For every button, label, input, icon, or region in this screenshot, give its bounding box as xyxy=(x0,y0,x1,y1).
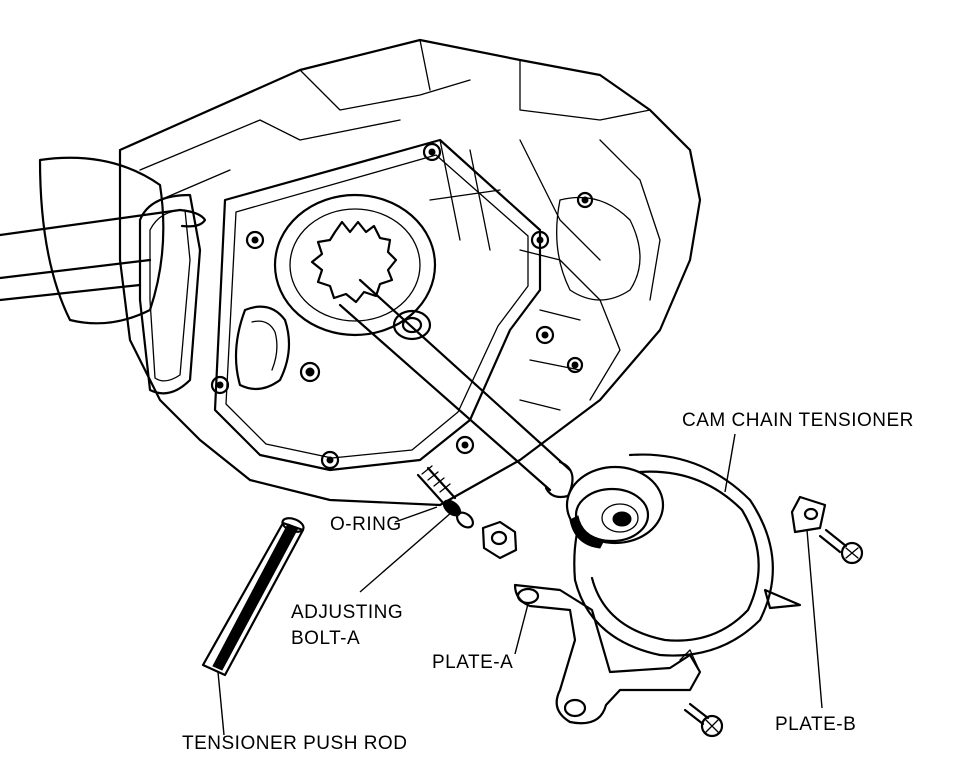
leader-lines xyxy=(217,433,823,736)
leader-o-ring xyxy=(394,506,438,523)
leader-adjusting-bolt xyxy=(359,511,453,593)
plate-b-part xyxy=(790,495,827,534)
plate-a-part xyxy=(513,583,702,725)
removed-cover xyxy=(0,156,207,325)
label-adjusting-bolt-line2: BOLT-A xyxy=(291,628,361,649)
sprocket-assembly xyxy=(234,193,437,391)
leader-cam-chain-tensioner xyxy=(724,433,736,493)
leader-plate-b xyxy=(806,529,823,709)
label-cam-chain-tensioner: CAM CHAIN TENSIONER xyxy=(682,410,914,431)
label-plate-b: PLATE-B xyxy=(775,714,857,735)
leader-push-rod xyxy=(217,671,225,736)
label-plate-a: PLATE-A xyxy=(432,652,514,673)
adjusting-bolt-part xyxy=(416,465,474,529)
leader-plate-a xyxy=(514,603,529,655)
push-rod-part xyxy=(201,517,305,677)
label-tensioner-push-rod: TENSIONER PUSH ROD xyxy=(182,733,408,754)
bolt-holes xyxy=(210,142,594,470)
cam-chain-tensioner-part xyxy=(565,453,802,657)
engine-case xyxy=(118,38,702,507)
nut-part xyxy=(481,520,518,560)
label-o-ring: O-RING xyxy=(330,514,402,535)
label-adjusting-bolt-line1: ADJUSTING xyxy=(291,602,404,623)
screws xyxy=(683,528,864,738)
